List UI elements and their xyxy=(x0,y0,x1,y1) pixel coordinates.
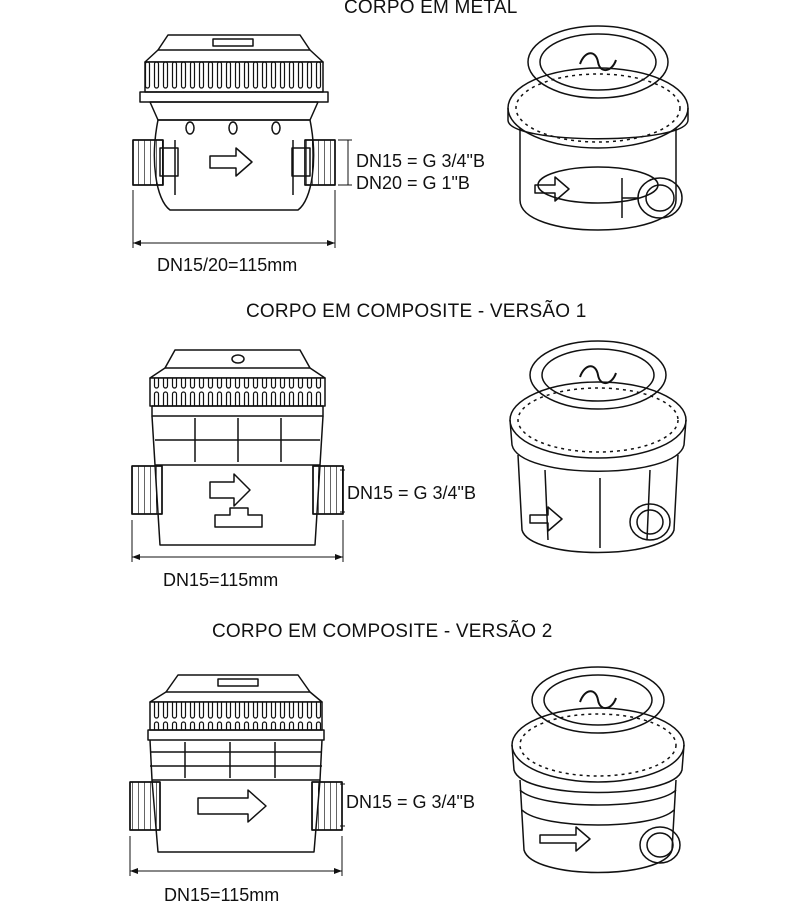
length-label-composite-v2: DN15=115mm xyxy=(164,885,280,905)
thread-label-dn20-metal: DN20 = G 1"B xyxy=(356,173,470,193)
section-title-metal: CORPO EM METAL xyxy=(344,0,518,18)
section-title-composite-v2: CORPO EM COMPOSITE - VERSÃO 2 xyxy=(212,621,553,642)
section-title-composite-v1: CORPO EM COMPOSITE - VERSÃO 1 xyxy=(246,301,587,322)
thread-label-dn15-composite-v2: DN15 = G 3/4"B xyxy=(346,792,475,812)
iso-view-metal xyxy=(507,25,689,231)
length-label-composite-v1: DN15=115mm xyxy=(163,570,279,590)
length-label-metal: DN15/20=115mm xyxy=(157,255,298,275)
iso-view-composite-v1 xyxy=(509,340,687,554)
front-view-metal xyxy=(132,34,352,248)
iso-view-composite-v2 xyxy=(511,666,685,874)
front-view-composite-v1 xyxy=(131,349,345,562)
front-view-composite-v2 xyxy=(129,674,345,876)
thread-label-dn15-metal: DN15 = G 3/4"B xyxy=(356,151,485,171)
thread-label-dn15-composite-v1: DN15 = G 3/4"B xyxy=(347,483,476,503)
